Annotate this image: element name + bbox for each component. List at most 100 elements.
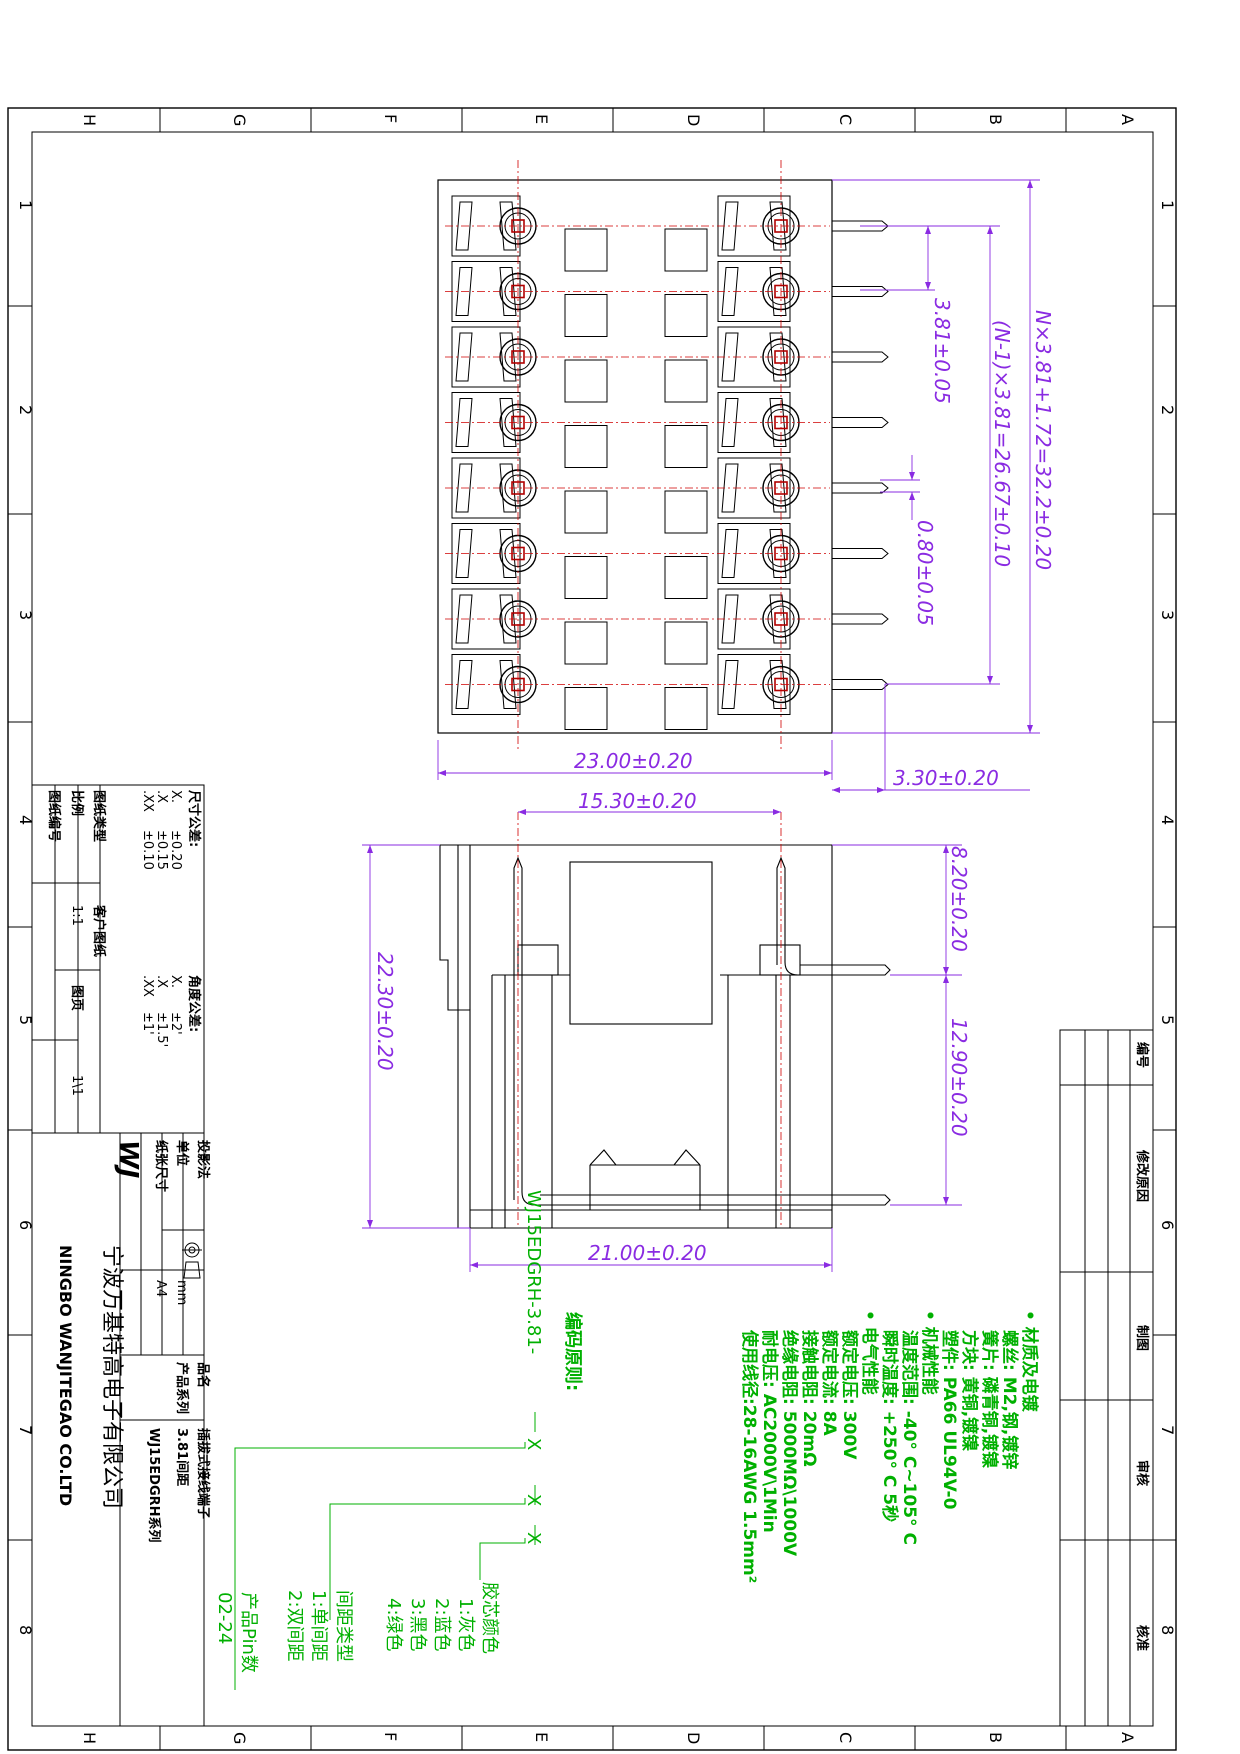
connector-side-view: [439, 844, 891, 1229]
terminal-clamp: [499, 201, 517, 251]
dim-total-length: N×3.81+1.72=32.2±0.20: [1031, 310, 1055, 570]
scale-label: 比例: [69, 790, 85, 816]
revision-block: 编号 修改原因 制图 审核 核准: [1134, 1042, 1150, 1651]
border-col-letter: E: [532, 114, 551, 124]
terminal-clamp: [769, 660, 787, 709]
arrowhead: [367, 845, 373, 853]
top-view-pins: [832, 220, 889, 690]
dim-pin-size: 0.80±0.05: [913, 520, 937, 626]
border-col-letter: A: [1118, 114, 1137, 125]
product-name-value: 插拔式接线端子: [195, 1428, 211, 1519]
rev-approved: 核准: [1134, 1625, 1150, 1651]
side-view-centerlines: [517, 812, 782, 1225]
terminal-clamp: [499, 267, 517, 316]
terminal-clamp: [721, 463, 739, 513]
arrowhead: [943, 975, 949, 983]
spec-rated-voltage: 额定电压: 300V: [839, 1330, 860, 1460]
border-col-letter: C: [836, 114, 855, 125]
tol-x-val: ±0.20: [168, 830, 183, 870]
coding-x2: X: [523, 1494, 544, 1506]
border-col-letter: C: [836, 1732, 855, 1743]
ang-xx-val: ±1.5': [154, 1012, 169, 1047]
coding-color-opt-3: 3:黑色: [407, 1598, 428, 1652]
terminal-clamp: [721, 201, 739, 251]
border-col-letter: G: [230, 114, 249, 126]
border-row-number: 7: [1158, 1425, 1177, 1435]
terminal-clamp: [721, 594, 739, 644]
terminal-clamp: [499, 529, 517, 578]
terminal-cell: [717, 457, 791, 519]
series-code: WJ15EDGRH系列: [146, 1428, 162, 1543]
tol-xx: .X: [154, 790, 169, 803]
coding-color-opt-4: 4:绿色: [383, 1598, 404, 1652]
arrowhead: [832, 787, 840, 793]
border-row-number: 1: [1158, 200, 1177, 210]
rev-no: 编号: [1134, 1042, 1150, 1068]
unit-label: 单位: [174, 1140, 190, 1166]
terminal-cell: [451, 588, 521, 650]
wire-window: [564, 490, 608, 534]
border-row-number: 3: [1158, 610, 1177, 620]
dimension-arrowheads: [367, 180, 1033, 1268]
border-row-number: 5: [16, 1015, 35, 1025]
tol-x: X.: [168, 790, 183, 803]
pin-outline: [832, 613, 889, 625]
scale-value: 1:1: [69, 905, 84, 926]
wire-window: [564, 621, 608, 665]
screw-terminals: [499, 207, 800, 704]
border-col-letter: A: [1118, 1732, 1137, 1743]
series-label: 产品系列: [174, 1362, 190, 1414]
terminal-cell: [451, 392, 521, 453]
coding-color-opt-2: 2:蓝色: [431, 1598, 452, 1652]
terminal-clamp: [769, 332, 787, 382]
arrowhead: [367, 1220, 373, 1228]
wire-window: [564, 228, 608, 272]
dim-pin-bottom: 12.90±0.20: [947, 1018, 971, 1137]
rev-reason: 修改原因: [1134, 1149, 1150, 1202]
coding-pitch-opt-1: 1:单间距: [308, 1590, 329, 1662]
tol-xx-val: ±0.15: [154, 830, 169, 870]
terminal-clamp: [499, 332, 517, 382]
arrowhead: [943, 1197, 949, 1205]
border-row-number: 1: [16, 200, 35, 210]
wire-window: [664, 556, 708, 599]
terminal-clamp: [455, 201, 473, 251]
wire-window: [564, 294, 608, 337]
pin-outline: [832, 548, 889, 559]
ang-xx: .X: [154, 975, 169, 988]
terminal-clamp: [769, 201, 787, 251]
terminal-cell: [451, 195, 521, 257]
pin-outline: [832, 482, 889, 494]
spec-material-header: • 材质及电镀: [1019, 1310, 1040, 1413]
terminal-cell: [717, 195, 791, 257]
pin-outline: [832, 286, 889, 297]
connector-top-view: [437, 179, 833, 734]
series-value: 3.81间距: [174, 1428, 190, 1486]
terminal-clamp: [499, 660, 517, 709]
border-row-number: 4: [16, 815, 35, 825]
terminal-cell: [451, 326, 521, 388]
wire-window: [664, 359, 708, 403]
arrowhead: [925, 282, 931, 290]
spec-block: 方块: 黄铜,镀镍: [959, 1330, 980, 1451]
wire-window: [664, 425, 708, 468]
pin-outline: [832, 351, 889, 363]
border-row-number: 2: [1158, 405, 1177, 415]
dim-pin-top: 8.20±0.20: [947, 846, 971, 952]
spec-plastic: 塑件: PA66 UL94V-0: [939, 1330, 960, 1510]
border-col-letter: H: [80, 114, 99, 126]
terminal-cell: [451, 654, 521, 715]
terminal-cell: [717, 588, 791, 650]
product-name-label: 品名: [195, 1362, 211, 1388]
terminal-clamp: [455, 660, 473, 709]
border-row-number: 8: [1158, 1625, 1177, 1635]
arrowhead: [987, 676, 993, 684]
terminal-clamp: [721, 398, 739, 447]
coding-color-title: 胶芯颜色: [479, 1582, 500, 1654]
pin-outline: [832, 417, 889, 428]
coding-pin-range: 02-24: [214, 1592, 235, 1644]
coding-part-code: WJ15EDGRH-3.81-: [523, 1190, 544, 1354]
tol-xxx-val: ±0.10: [140, 830, 155, 870]
terminal-cell: [717, 654, 791, 715]
